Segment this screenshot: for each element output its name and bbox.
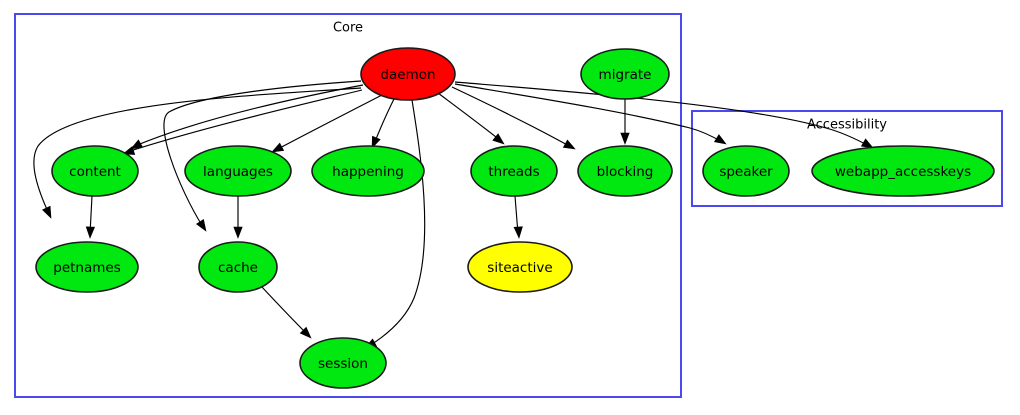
node-cache[interactable]: cache	[198, 241, 278, 293]
node-migrate[interactable]: migrate	[580, 48, 670, 100]
node-label-session: session	[318, 356, 368, 372]
edge-daemon-to-languages	[271, 94, 383, 153]
node-webapp_accesskeys[interactable]: webapp_accesskeys	[811, 145, 995, 197]
edge-line	[134, 84, 364, 147]
node-speaker[interactable]: speaker	[702, 145, 790, 197]
node-label-webapp_accesskeys: webapp_accesskeys	[835, 164, 971, 180]
edge-arrowhead	[85, 226, 96, 239]
node-label-languages: languages	[203, 164, 273, 180]
edge-line	[163, 80, 362, 228]
node-session[interactable]: session	[299, 337, 387, 389]
edge-arrowhead	[860, 138, 874, 149]
node-shape-happening[interactable]	[311, 145, 425, 197]
edge-arrowhead	[271, 142, 285, 153]
cluster-label-backdrop-accessibility	[799, 116, 895, 134]
edge-line	[275, 94, 383, 151]
edge-line	[451, 86, 572, 148]
node-layer: daemon migrate content languages happening th…	[35, 47, 995, 389]
node-label-content: content	[69, 164, 121, 180]
edge-daemon-to-blocking	[451, 86, 576, 150]
node-shape-languages[interactable]	[184, 145, 292, 197]
cluster-label-core: Core	[333, 21, 363, 36]
edge-arrowhead	[713, 134, 727, 145]
cluster-core: Core	[14, 13, 682, 398]
node-shape-siteactive[interactable]	[467, 241, 573, 293]
edge-languages-to-cache	[233, 196, 243, 239]
edge-arrowhead	[195, 218, 207, 232]
edge-daemon-to-petnames	[33, 87, 362, 219]
edge-daemon-to-content	[122, 89, 363, 155]
cluster-border-core	[14, 13, 682, 398]
edge-line	[454, 81, 870, 147]
node-languages[interactable]: languages	[184, 145, 292, 197]
cluster-border-accessibility	[691, 110, 1003, 207]
node-shape-migrate[interactable]	[580, 48, 670, 100]
node-content[interactable]: content	[51, 145, 139, 197]
edge-arrowhead	[42, 205, 52, 219]
node-shape-speaker[interactable]	[702, 145, 790, 197]
edge-line	[368, 99, 426, 347]
cluster-label-backdrop-core	[300, 19, 396, 37]
node-label-speaker: speaker	[719, 164, 773, 180]
node-siteactive[interactable]: siteactive	[467, 241, 573, 293]
edge-line	[126, 89, 363, 153]
edge-arrowhead	[233, 226, 243, 239]
node-label-migrate: migrate	[599, 67, 652, 83]
edge-migrate-to-blocking	[620, 99, 630, 145]
edge-arrowhead	[299, 326, 312, 339]
node-shape-blocking[interactable]	[577, 145, 673, 197]
node-shape-cache[interactable]	[198, 241, 278, 293]
edge-arrowhead	[492, 133, 505, 145]
edge-line	[454, 83, 723, 143]
node-label-blocking: blocking	[597, 164, 654, 180]
edge-arrowhead	[130, 139, 144, 150]
node-shape-content[interactable]	[51, 145, 139, 197]
edge-daemon-to-cache	[163, 80, 362, 232]
node-label-siteactive: siteactive	[487, 260, 552, 276]
edge-daemon-to-webapp_accesskeys	[454, 81, 874, 149]
edge-daemon-to-happening	[371, 98, 395, 149]
edge-cache-to-session	[260, 285, 312, 339]
node-happening[interactable]: happening	[311, 145, 425, 197]
edge-arrowhead	[122, 146, 136, 155]
node-blocking[interactable]: blocking	[577, 145, 673, 197]
cluster-label-accessibility: Accessibility	[807, 118, 887, 133]
edge-arrowhead	[620, 132, 630, 145]
node-label-happening: happening	[332, 164, 404, 180]
edge-line	[33, 87, 362, 215]
node-label-daemon: daemon	[380, 67, 435, 83]
edge-line	[437, 92, 502, 142]
node-label-cache: cache	[218, 260, 258, 276]
node-shape-daemon[interactable]	[360, 47, 456, 101]
edge-line	[260, 285, 309, 336]
node-threads[interactable]: threads	[470, 145, 558, 197]
edge-daemon-to-speaker	[454, 83, 727, 145]
edge-arrowhead	[371, 135, 381, 149]
edge-daemon-to-threads	[437, 92, 505, 145]
edge-line	[373, 98, 395, 145]
edge-layer	[33, 80, 874, 349]
node-label-threads: threads	[488, 164, 539, 180]
node-label-petnames: petnames	[53, 260, 121, 276]
edge-arrowhead	[562, 139, 576, 150]
node-shape-petnames[interactable]	[35, 241, 139, 293]
node-shape-session[interactable]	[299, 337, 387, 389]
edge-threads-to-siteactive	[513, 195, 523, 239]
node-petnames[interactable]: petnames	[35, 241, 139, 293]
edge-arrowhead	[513, 226, 523, 239]
edge-content-to-petnames	[85, 195, 96, 239]
node-shape-webapp_accesskeys[interactable]	[811, 145, 995, 197]
node-shape-threads[interactable]	[470, 145, 558, 197]
node-daemon[interactable]: daemon	[360, 47, 456, 101]
